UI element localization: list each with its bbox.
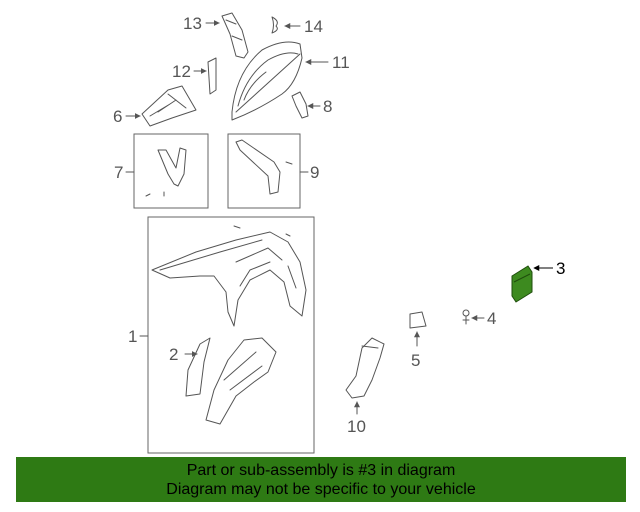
callout-7: 7: [114, 163, 123, 182]
callout-13: 13: [183, 14, 202, 33]
part-7-group[interactable]: [133, 133, 209, 209]
callout-6: 6: [113, 107, 122, 126]
part-13-bracket[interactable]: [221, 12, 249, 59]
part-6-extension[interactable]: [141, 85, 197, 127]
callout-2: 2: [169, 345, 178, 364]
part-11-wheelhouse[interactable]: [231, 41, 303, 121]
callout-12: 12: [172, 62, 191, 81]
banner-line-2: Diagram may not be specific to your vehi…: [166, 481, 476, 498]
callout-5: 5: [411, 351, 420, 370]
callout-4: 4: [487, 309, 496, 328]
part-9-group[interactable]: [227, 133, 301, 209]
callout-1: 1: [128, 327, 137, 346]
callout-8: 8: [323, 97, 332, 116]
part-10-pillar[interactable]: [345, 337, 385, 399]
part-8-bracket[interactable]: [291, 91, 309, 119]
part-12-brace[interactable]: [207, 57, 217, 95]
part-5-bracket[interactable]: [409, 311, 427, 329]
part-1-inner-panel-group[interactable]: [147, 216, 315, 454]
callout-11: 11: [332, 53, 350, 72]
part-3-highlighted[interactable]: [511, 265, 533, 303]
banner-line-1: Part or sub-assembly is #3 in diagram: [186, 462, 456, 479]
part-4-fastener[interactable]: [462, 309, 470, 325]
callout-9: 9: [310, 163, 319, 182]
part-info-banner: Part or sub-assembly is #3 in diagram Di…: [16, 457, 626, 502]
callout-3: 3: [556, 259, 565, 278]
callout-14: 14: [304, 17, 323, 36]
callout-10: 10: [347, 417, 366, 436]
part-14-clip[interactable]: [271, 16, 278, 34]
